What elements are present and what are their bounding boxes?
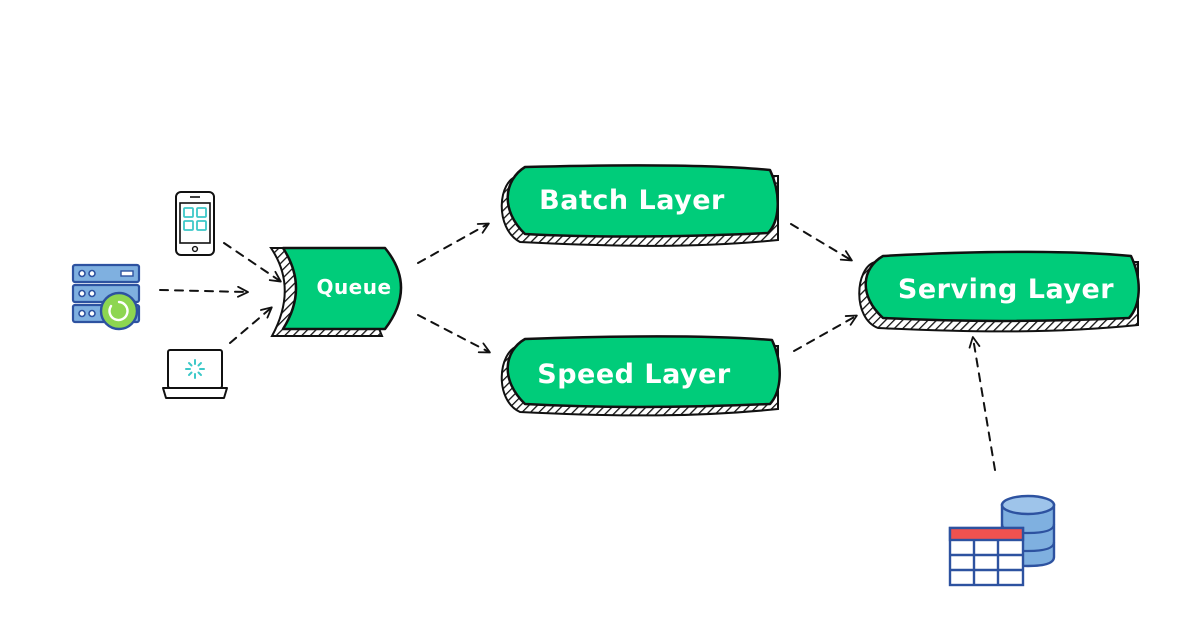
edge-phone-to-queue — [223, 242, 282, 283]
speed-layer-node[interactable]: Speed Layer — [500, 335, 781, 417]
server-icon — [71, 263, 141, 331]
serving-layer-node[interactable]: Serving Layer — [858, 250, 1140, 333]
batch-layer-label: Batch Layer — [539, 185, 725, 216]
edge-queue-to-batch-layer — [417, 222, 490, 264]
laptop-icon — [162, 349, 228, 399]
queue-node-body — [281, 246, 403, 331]
serving-layer-body — [864, 250, 1140, 323]
serving-layer-label: Serving Layer — [898, 274, 1114, 305]
database-table-icon — [948, 494, 1056, 587]
queue-node-label: Queue — [316, 275, 391, 299]
edge-queue-to-speed-layer — [417, 314, 491, 354]
queue-node[interactable]: Queue — [269, 246, 403, 337]
mobile-phone-icon — [175, 191, 215, 256]
edge-laptop-to-queue — [229, 306, 273, 344]
edge-database-to-serving-layer — [968, 336, 996, 471]
batch-layer-node[interactable]: Batch Layer — [500, 164, 779, 247]
speed-layer-body — [506, 335, 781, 409]
batch-layer-body — [506, 164, 779, 238]
edge-batch-to-serving-layer — [790, 223, 853, 262]
edges — [159, 222, 996, 471]
edge-speed-to-serving-layer — [793, 314, 858, 352]
speed-layer-label: Speed Layer — [537, 359, 731, 390]
edge-server-to-queue — [159, 285, 249, 298]
